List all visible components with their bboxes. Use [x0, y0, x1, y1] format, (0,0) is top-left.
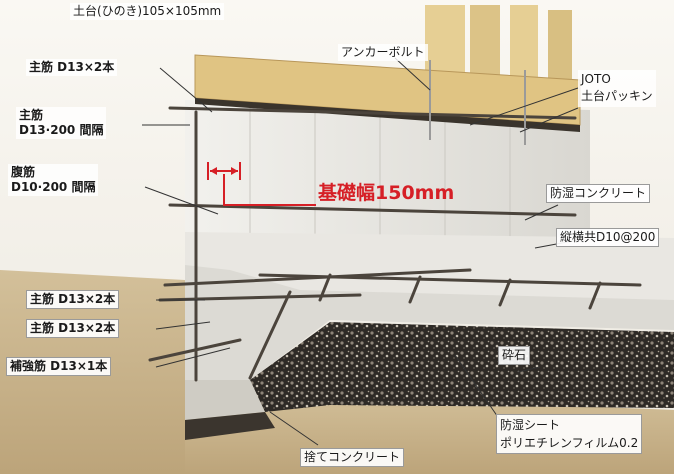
label-gravel: 砕石: [498, 346, 531, 365]
sill-packing: [195, 98, 580, 132]
anchor-bolts: [429, 60, 526, 145]
label-main-mid-line2: D13·200 間隔: [19, 123, 104, 137]
label-main-low2: 主筋 D13×2本: [26, 319, 120, 338]
label-foundation-width: 基礎幅150mm: [318, 182, 455, 204]
label-main-low1: 主筋 D13×2本: [26, 290, 120, 309]
label-anchor-bolt: アンカーボルト: [338, 44, 428, 61]
label-dodai: 土台(ひのき)105×105mm: [70, 3, 225, 20]
label-joto-line2: 土台パッキン: [581, 89, 653, 104]
label-hara-line2: D10·200 間隔: [11, 180, 96, 194]
gravel-layer: [250, 322, 674, 412]
lean-concrete-edge: [185, 412, 275, 440]
label-hara-line1: 腹筋: [11, 165, 36, 179]
footing: [185, 265, 674, 380]
label-moisture-sheet-line2: ポリエチレンフィルム0.2: [500, 436, 639, 450]
lean-concrete: [185, 380, 265, 420]
label-main-mid-line1: 主筋: [19, 108, 44, 122]
rebar: [148, 106, 642, 382]
form-panel-lines: [249, 102, 511, 239]
label-hara: 腹筋 D10·200 間隔: [8, 164, 99, 196]
label-reinforce: 補強筋 D13×1本: [6, 357, 112, 376]
label-joto: JOTO 土台パッキン: [578, 70, 656, 107]
width-dimension: [207, 162, 316, 206]
label-lean-concrete: 捨てコンクリート: [300, 448, 405, 467]
label-main-top: 主筋 D13×2本: [26, 59, 118, 76]
label-moisture-sheet: 防湿シート ポリエチレンフィルム0.2: [496, 414, 643, 454]
label-joto-line1: JOTO: [581, 72, 611, 86]
label-main-mid: 主筋 D13·200 間隔: [16, 107, 107, 139]
label-rebar-grid: 縦横共D10@200: [556, 228, 660, 247]
label-moisture-concrete: 防湿コンクリート: [546, 184, 651, 203]
label-moisture-sheet-line1: 防湿シート: [500, 418, 561, 432]
